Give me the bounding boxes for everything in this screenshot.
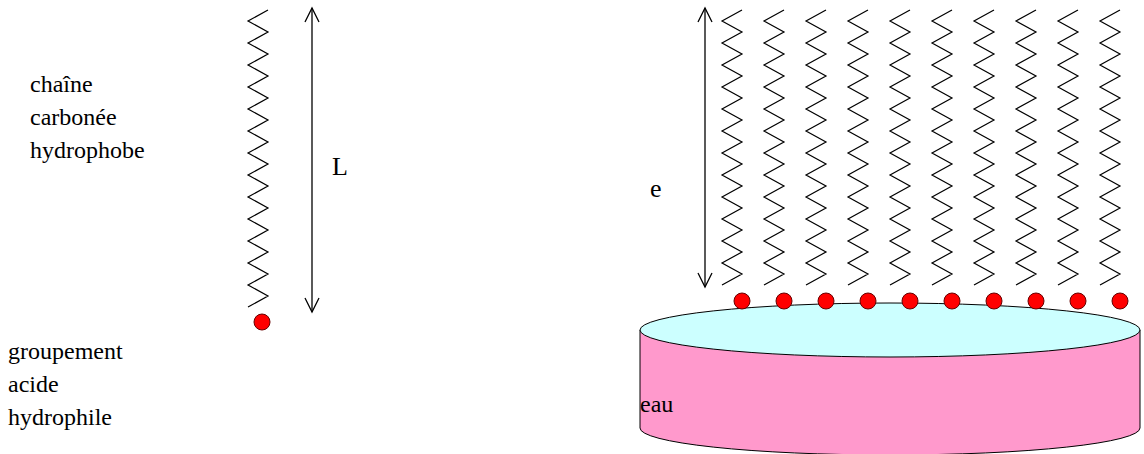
acid-group bbox=[944, 293, 960, 309]
carbon-chain bbox=[1100, 10, 1120, 285]
carbon-chain bbox=[932, 10, 952, 285]
carbon-chain bbox=[722, 10, 742, 285]
thickness-symbol: e bbox=[650, 172, 680, 205]
carbon-chain bbox=[1016, 10, 1036, 285]
carbon-chain bbox=[764, 10, 784, 285]
carbon-chain bbox=[974, 10, 994, 285]
acid-group bbox=[1070, 293, 1086, 309]
acid-group bbox=[902, 293, 918, 309]
carbon-chain bbox=[1058, 10, 1078, 285]
water-surface bbox=[640, 303, 1140, 357]
acid-group bbox=[1112, 293, 1128, 309]
head-label: groupement acide hydrophile bbox=[8, 335, 158, 434]
acid-group bbox=[734, 293, 750, 309]
length-arrow bbox=[305, 8, 319, 312]
carbon-chain bbox=[806, 10, 826, 285]
acid-group bbox=[1028, 293, 1044, 309]
acid-group bbox=[818, 293, 834, 309]
thickness-arrow bbox=[698, 8, 712, 287]
acid-group bbox=[986, 293, 1002, 309]
acid-group bbox=[860, 293, 876, 309]
water-label: eau bbox=[640, 388, 720, 421]
carbon-chain bbox=[848, 10, 868, 285]
chain-label: chaîne carbonée hydrophobe bbox=[30, 68, 175, 167]
acid-group bbox=[254, 314, 270, 330]
acid-group bbox=[776, 293, 792, 309]
carbon-chain bbox=[248, 10, 268, 307]
carbon-chain bbox=[890, 10, 910, 285]
length-symbol: L bbox=[332, 150, 372, 183]
